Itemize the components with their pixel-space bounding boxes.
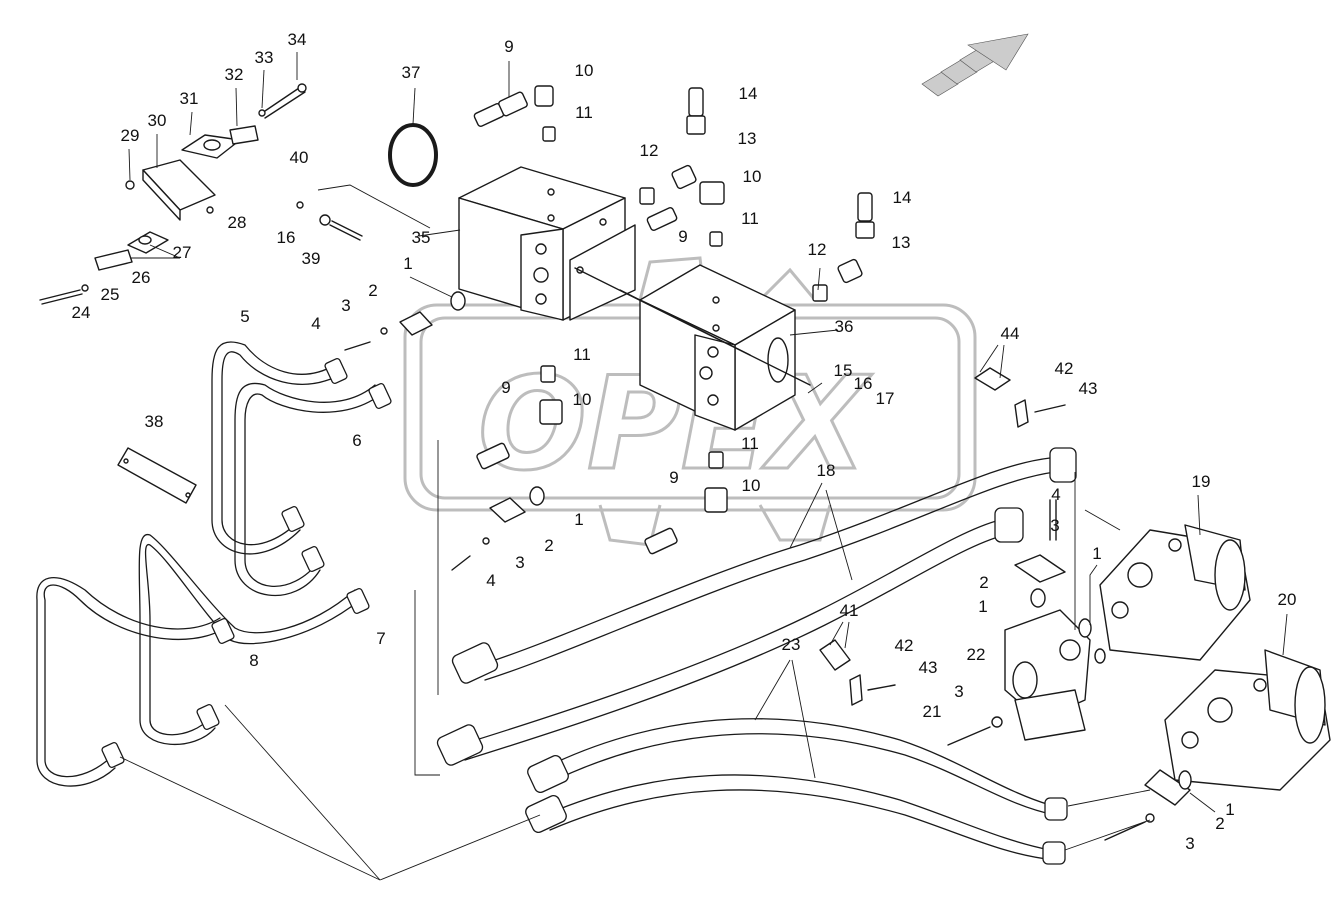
callout-c3b: 3: [515, 553, 524, 572]
callout-c9a: 9: [504, 37, 513, 56]
callout-c36: 36: [835, 317, 854, 336]
callout-c1a: 1: [403, 254, 412, 273]
clamp-assembly-upper: [39, 83, 307, 305]
callout-c11b: 11: [741, 209, 759, 228]
callout-c27: 27: [173, 243, 192, 262]
callout-c40: 40: [290, 148, 309, 167]
callout-c11c: 11: [573, 345, 591, 364]
callout-c43a: 43: [1079, 379, 1098, 398]
callout-c18: 18: [817, 461, 836, 480]
callout-c8: 8: [249, 651, 258, 670]
bolt-39: [296, 201, 363, 241]
callout-c2a: 2: [368, 281, 377, 300]
callout-c33: 33: [255, 48, 274, 67]
callout-c15: 15: [834, 361, 853, 380]
callout-c21: 21: [923, 702, 942, 721]
callout-c35: 35: [412, 228, 431, 247]
hoses: [436, 447, 1077, 865]
callout-c9c: 9: [501, 378, 510, 397]
callout-c20: 20: [1278, 590, 1297, 609]
callout-c3d: 3: [954, 682, 963, 701]
callout-c23: 23: [782, 635, 801, 654]
callout-c2d: 2: [1215, 814, 1224, 833]
callout-c1d: 1: [978, 597, 987, 616]
callout-c3e: 3: [1185, 834, 1194, 853]
callout-c4b: 4: [486, 571, 495, 590]
callout-c42b: 42: [895, 636, 914, 655]
callout-c7: 7: [376, 629, 385, 648]
callout-c5: 5: [240, 307, 249, 326]
callout-c24: 24: [72, 303, 91, 322]
callout-c6: 6: [352, 431, 361, 450]
plate-38: [117, 447, 197, 504]
callout-c39: 39: [302, 249, 321, 268]
callout-c1b: 1: [574, 510, 583, 529]
callout-c25: 25: [101, 285, 120, 304]
callout-c12b: 12: [808, 240, 827, 259]
callout-c30: 30: [148, 111, 167, 130]
pump-20: [1164, 649, 1331, 791]
callout-labels: 3433323130292827262524401639353791011123…: [72, 30, 1297, 853]
tie-rod: [619, 289, 751, 356]
callout-c17: 17: [876, 389, 895, 408]
callout-c28: 28: [228, 213, 247, 232]
callout-c3a: 3: [341, 296, 350, 315]
callout-c10a: 10: [575, 61, 594, 80]
callout-c19: 19: [1192, 472, 1211, 491]
callout-c11a: 11: [575, 103, 593, 122]
callout-c43b: 43: [919, 658, 938, 677]
callout-c9d: 9: [669, 468, 678, 487]
callout-c29: 29: [121, 126, 140, 145]
clamp-assembly-right: [819, 367, 1192, 841]
callout-c12a: 12: [640, 141, 659, 160]
flange-set-left: [344, 291, 545, 571]
callout-c4c: 4: [1051, 485, 1060, 504]
callout-c34: 34: [288, 30, 307, 49]
callout-c9b: 9: [678, 227, 687, 246]
leader-lines: [119, 52, 1288, 881]
callout-c44: 44: [1001, 324, 1020, 343]
manifold-22: [1004, 609, 1091, 741]
callout-c32: 32: [225, 65, 244, 84]
callout-c3c: 3: [1050, 516, 1059, 535]
callout-c10c: 10: [573, 390, 592, 409]
callout-c37: 37: [402, 63, 421, 82]
pump-19: [1099, 524, 1251, 661]
steel-tubes: [36, 341, 392, 787]
callout-c22: 22: [967, 645, 986, 664]
callout-c16a: 16: [277, 228, 296, 247]
direction-arrow-icon: [921, 33, 1029, 97]
valve-block-35: [458, 166, 636, 321]
callout-c10d: 10: [742, 476, 761, 495]
callout-c41: 41: [840, 601, 859, 620]
callout-c38: 38: [145, 412, 164, 431]
callout-c16b: 16: [854, 374, 873, 393]
callout-c14b: 14: [893, 188, 912, 207]
fittings-group: [473, 85, 875, 555]
callout-c1e: 1: [1225, 800, 1234, 819]
callout-c4a: 4: [311, 314, 320, 333]
callout-c26: 26: [132, 268, 151, 287]
callout-c11d: 11: [741, 434, 759, 453]
callout-c13a: 13: [738, 129, 757, 148]
callout-c14a: 14: [739, 84, 758, 103]
callout-c2c: 2: [979, 573, 988, 592]
o-ring-37: [388, 123, 438, 187]
callout-c31: 31: [180, 89, 199, 108]
callout-c42a: 42: [1055, 359, 1074, 378]
callout-c13b: 13: [892, 233, 911, 252]
callout-c2b: 2: [544, 536, 553, 555]
callout-c1c: 1: [1092, 544, 1101, 563]
callout-c10b: 10: [743, 167, 762, 186]
